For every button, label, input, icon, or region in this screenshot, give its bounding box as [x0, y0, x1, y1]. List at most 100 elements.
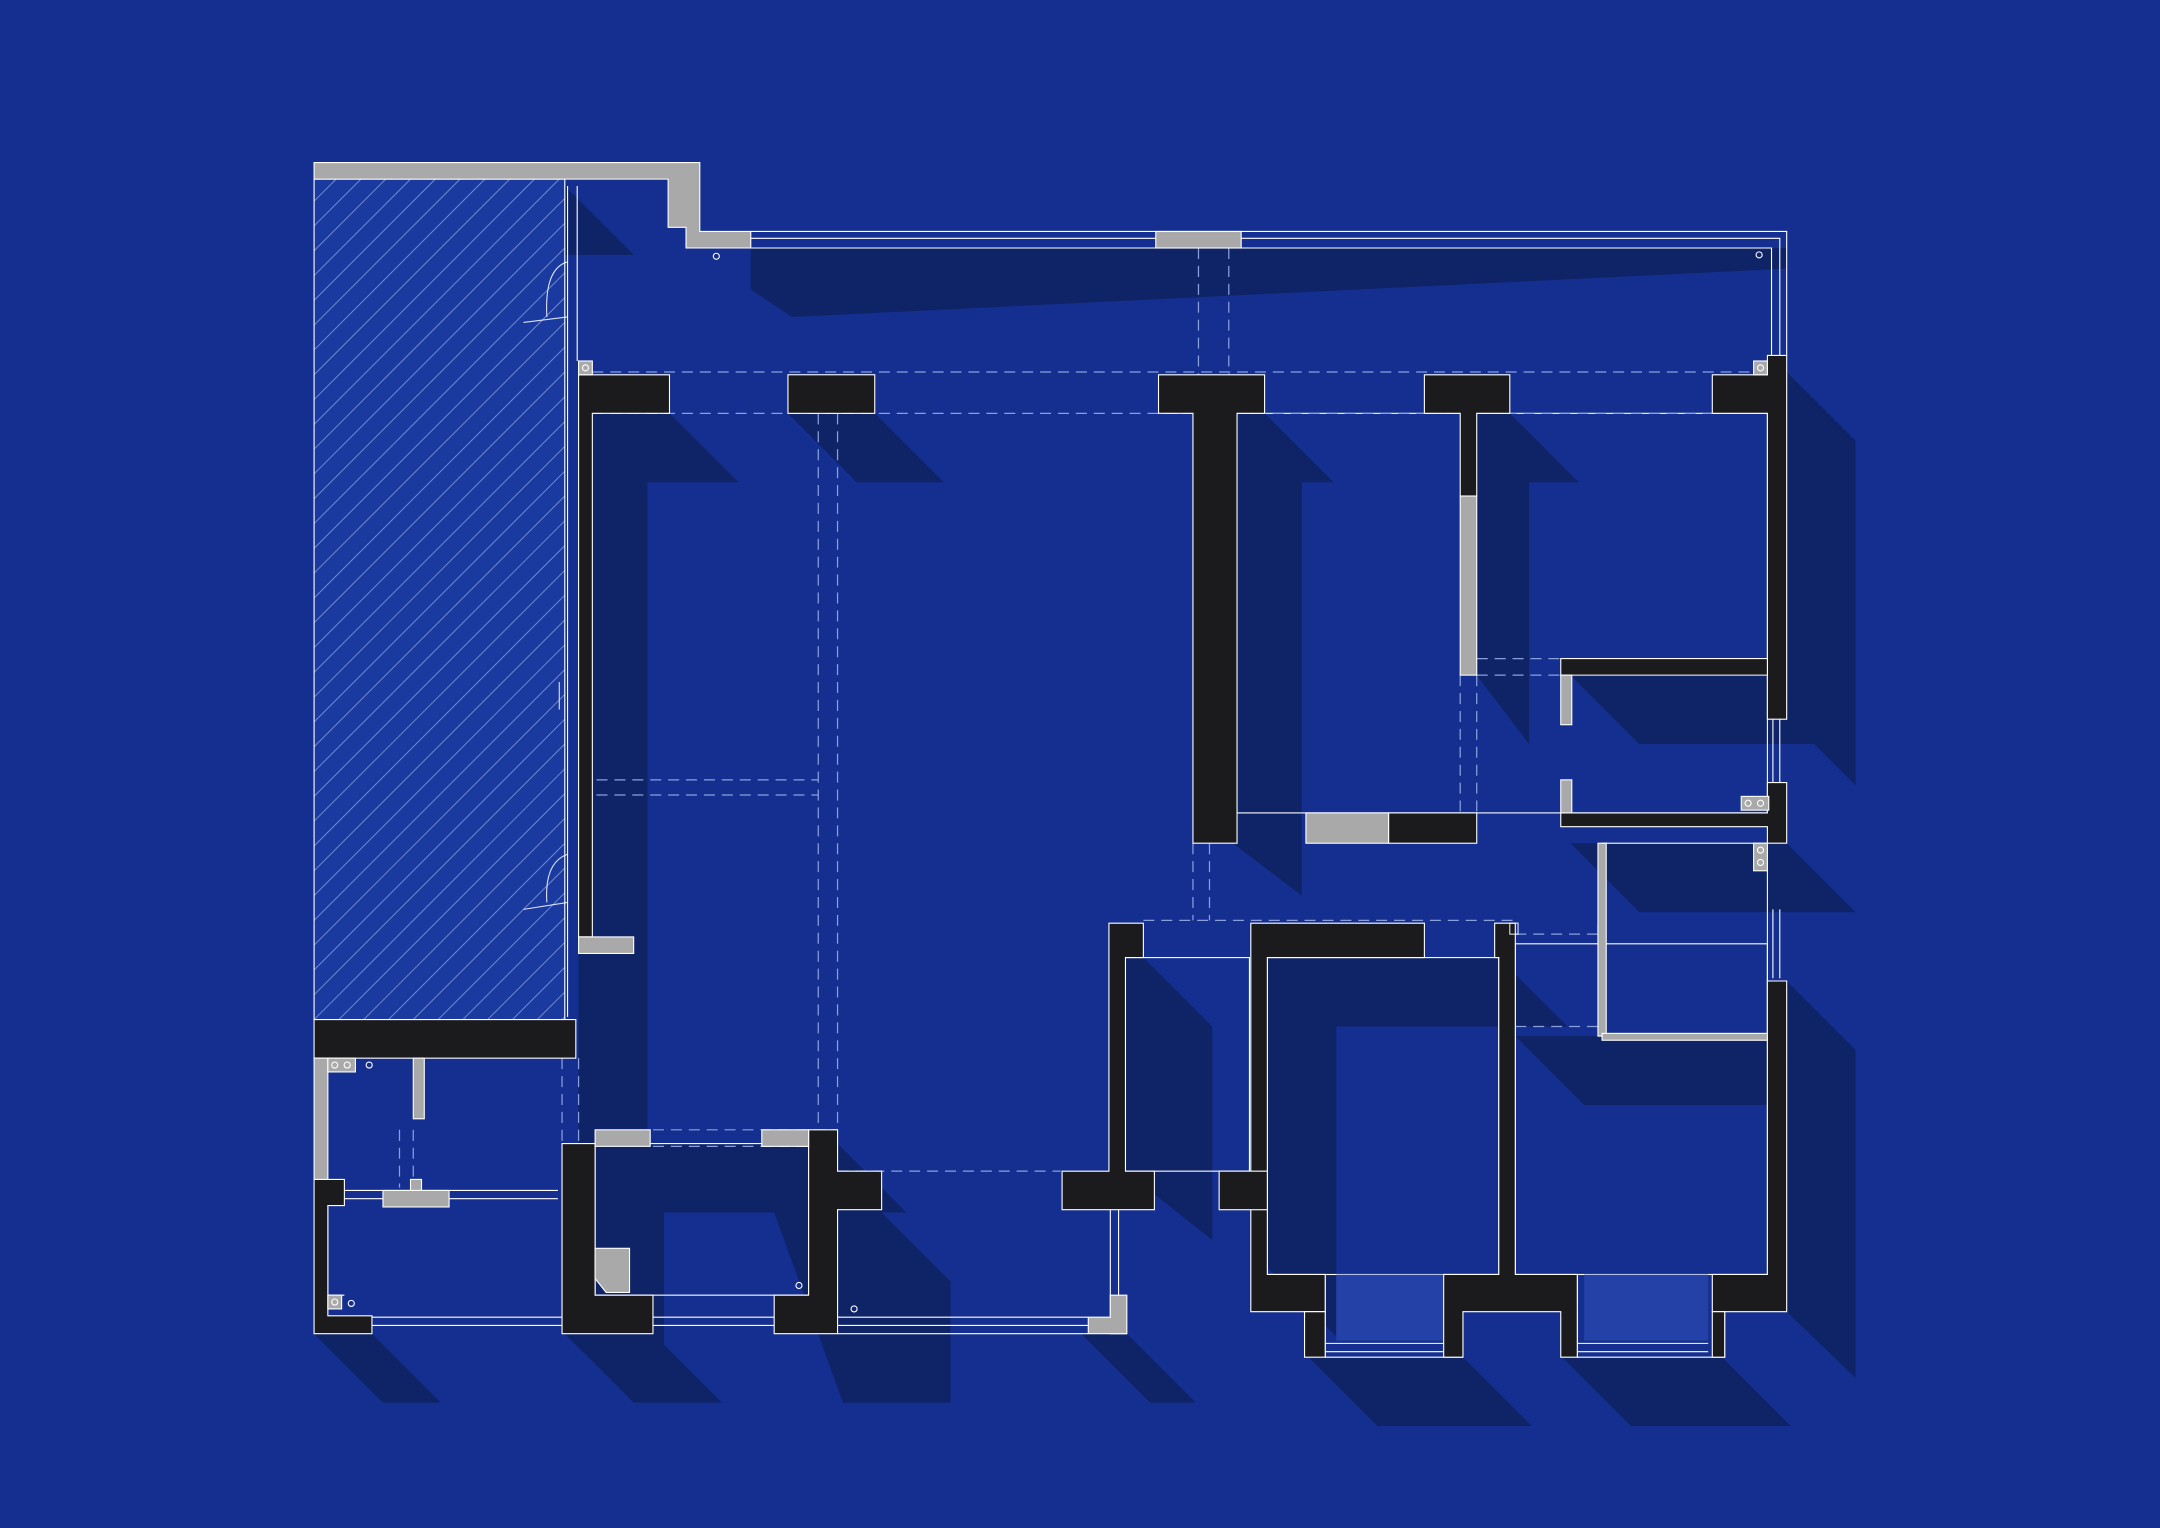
shadow — [750, 248, 1787, 317]
shadow — [1786, 981, 1856, 1378]
living-room-area[interactable] — [595, 413, 1190, 1129]
partition — [1560, 674, 1573, 726]
hatch-line — [313, 470, 566, 723]
bedroom-south-2-area[interactable] — [1518, 1043, 1765, 1272]
hatch-line — [388, 842, 566, 1020]
partition — [1155, 230, 1242, 249]
hatch-line — [313, 178, 560, 425]
bedroom-south-1-area[interactable] — [1270, 960, 1496, 1271]
partition — [578, 936, 635, 955]
hatch-line — [363, 818, 566, 1020]
hatch-line — [313, 743, 566, 996]
shadow — [314, 1333, 441, 1403]
hatch-line — [313, 768, 566, 1020]
hatch-line — [313, 247, 566, 500]
drain — [331, 1298, 339, 1306]
wall — [313, 1019, 577, 1059]
drain — [1756, 846, 1765, 854]
hatch-line — [313, 178, 486, 351]
kitchen-area[interactable] — [598, 1149, 806, 1292]
partition — [1459, 495, 1478, 676]
hatch-line — [313, 178, 535, 400]
shadow — [1562, 1357, 1791, 1427]
bedroom-east-area[interactable] — [1609, 846, 1763, 1031]
hatch-line — [313, 178, 362, 227]
hatch-line — [313, 178, 387, 252]
wall — [1250, 922, 1425, 1313]
wall — [1157, 374, 1266, 844]
drain — [795, 1281, 803, 1290]
hatch-line — [487, 942, 566, 1020]
shadow — [1767, 372, 1856, 786]
hatch-line — [512, 966, 566, 1020]
hatch-line — [313, 446, 566, 698]
partition — [1601, 1032, 1768, 1041]
door[interactable] — [523, 316, 568, 323]
hatch-line — [313, 619, 566, 872]
hatch-line — [313, 694, 566, 946]
hatch-line — [313, 718, 566, 971]
door[interactable] — [546, 261, 568, 317]
door[interactable] — [523, 901, 568, 910]
north-window — [750, 237, 1781, 356]
drain — [1756, 364, 1765, 372]
wall — [1443, 922, 1578, 1358]
door[interactable] — [546, 853, 568, 903]
partition — [382, 1189, 450, 1208]
balcony-floor — [314, 179, 565, 1020]
shadow — [1267, 957, 1568, 1337]
wall — [313, 1178, 373, 1335]
drain — [850, 1305, 858, 1313]
shadow — [1125, 957, 1213, 1241]
partition — [594, 1129, 651, 1147]
partition — [1560, 779, 1573, 814]
hatch-line — [313, 178, 337, 202]
balcony-west[interactable] — [313, 178, 566, 1021]
drain — [1756, 858, 1765, 867]
hatch-line — [313, 421, 566, 673]
utility-area[interactable] — [331, 1210, 560, 1315]
drain — [712, 252, 720, 260]
balcony-hatch — [313, 178, 566, 1020]
hatch-line — [412, 867, 566, 1020]
partition — [1087, 1294, 1128, 1335]
hatch-line — [313, 178, 461, 326]
shadow — [1308, 1357, 1532, 1427]
wall — [1560, 782, 1788, 844]
hatch-line — [313, 570, 566, 822]
hatch-line — [313, 178, 436, 301]
hatch-line — [313, 178, 411, 276]
hatch-line — [313, 346, 566, 599]
shadow — [1460, 413, 1579, 745]
hatch-line — [313, 272, 566, 524]
drain — [343, 1061, 351, 1069]
wall — [1711, 1311, 1726, 1358]
door-frame[interactable] — [1509, 922, 1519, 935]
hatch-line — [437, 892, 566, 1020]
bedroom-north-area[interactable] — [1240, 413, 1458, 810]
drain — [347, 1299, 355, 1307]
partition — [313, 1057, 329, 1180]
hatch-line — [462, 917, 566, 1020]
drain-box — [578, 360, 593, 376]
drain-icon — [327, 251, 1770, 1313]
shadow — [1570, 843, 1856, 913]
hatch-line — [313, 520, 566, 772]
drain — [331, 1061, 339, 1069]
gray-wall — [313, 162, 1768, 1335]
shadow — [787, 413, 944, 483]
dashed-beam — [398, 248, 1768, 1188]
drain — [1755, 251, 1763, 259]
column — [787, 374, 876, 414]
bathroom-area[interactable] — [1572, 678, 1765, 810]
shadow — [1081, 1333, 1196, 1403]
partition — [412, 1057, 425, 1120]
hatch-line — [313, 322, 566, 574]
hatch-line — [313, 396, 566, 648]
partition — [761, 1129, 810, 1147]
hatch-line — [536, 991, 566, 1020]
door-swing[interactable] — [523, 261, 1599, 935]
drain — [1756, 799, 1765, 807]
wall — [1061, 922, 1155, 1211]
hatch-line — [313, 644, 566, 896]
